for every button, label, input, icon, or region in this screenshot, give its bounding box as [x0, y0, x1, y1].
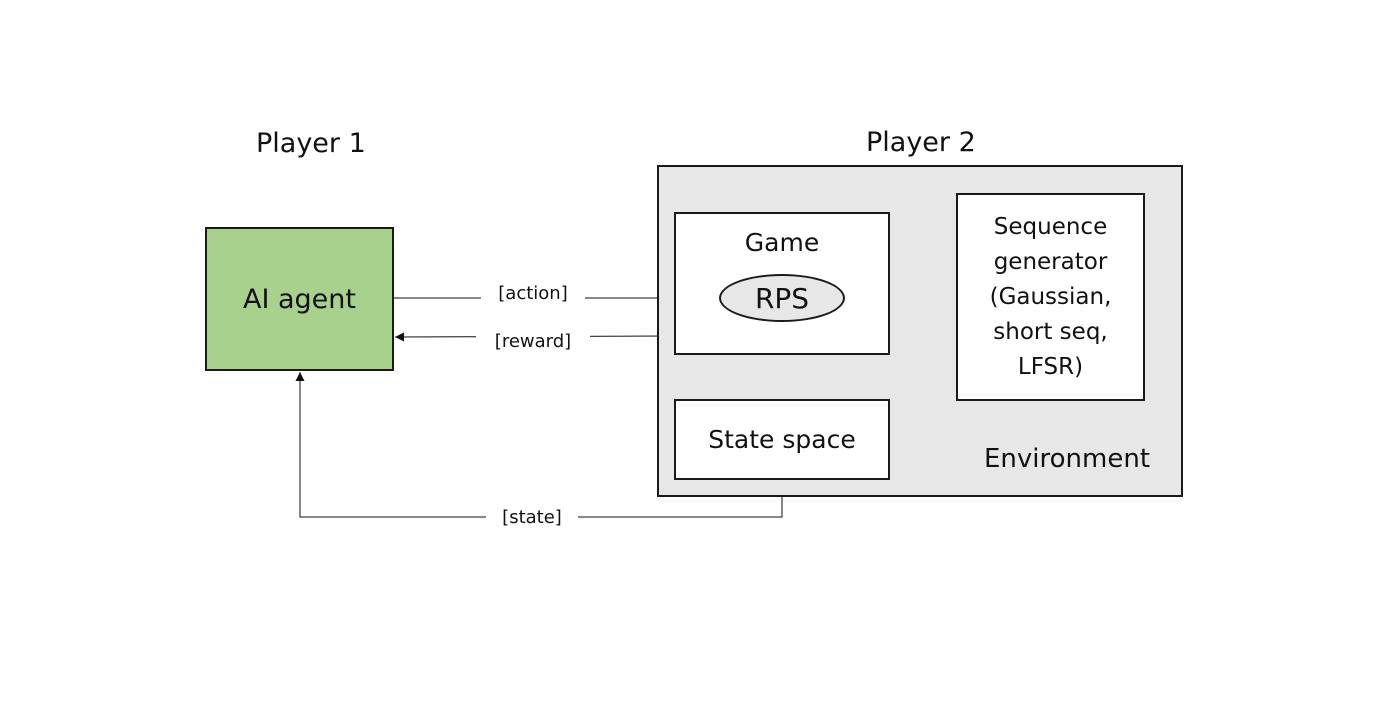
reward-label: [reward]	[476, 331, 590, 352]
sequence-generator-line: short seq,	[993, 319, 1108, 345]
rps-label: RPS	[754, 281, 810, 315]
action-label: [action]	[481, 283, 585, 304]
state-space-box: State space	[674, 399, 890, 480]
player2-heading: Player 2	[866, 127, 976, 158]
state-label: [state]	[486, 507, 578, 528]
rps-node: RPS	[719, 274, 845, 322]
ai-agent-box: AI agent	[205, 227, 394, 371]
sequence-generator-line: LFSR)	[1017, 354, 1084, 380]
environment-label: Environment	[984, 444, 1151, 474]
sequence-generator-box: Sequence generator (Gaussian, short seq,…	[956, 193, 1145, 401]
state-space-label: State space	[708, 425, 856, 454]
sequence-generator-line: Sequence	[993, 214, 1108, 240]
player1-heading: Player 1	[256, 128, 366, 159]
game-title: Game	[744, 227, 820, 257]
ai-agent-label: AI agent	[242, 283, 356, 315]
sequence-generator-line: generator	[993, 249, 1108, 275]
sequence-generator-text: Sequence generator (Gaussian, short seq,…	[958, 210, 1143, 385]
sequence-generator-line: (Gaussian,	[989, 284, 1112, 310]
